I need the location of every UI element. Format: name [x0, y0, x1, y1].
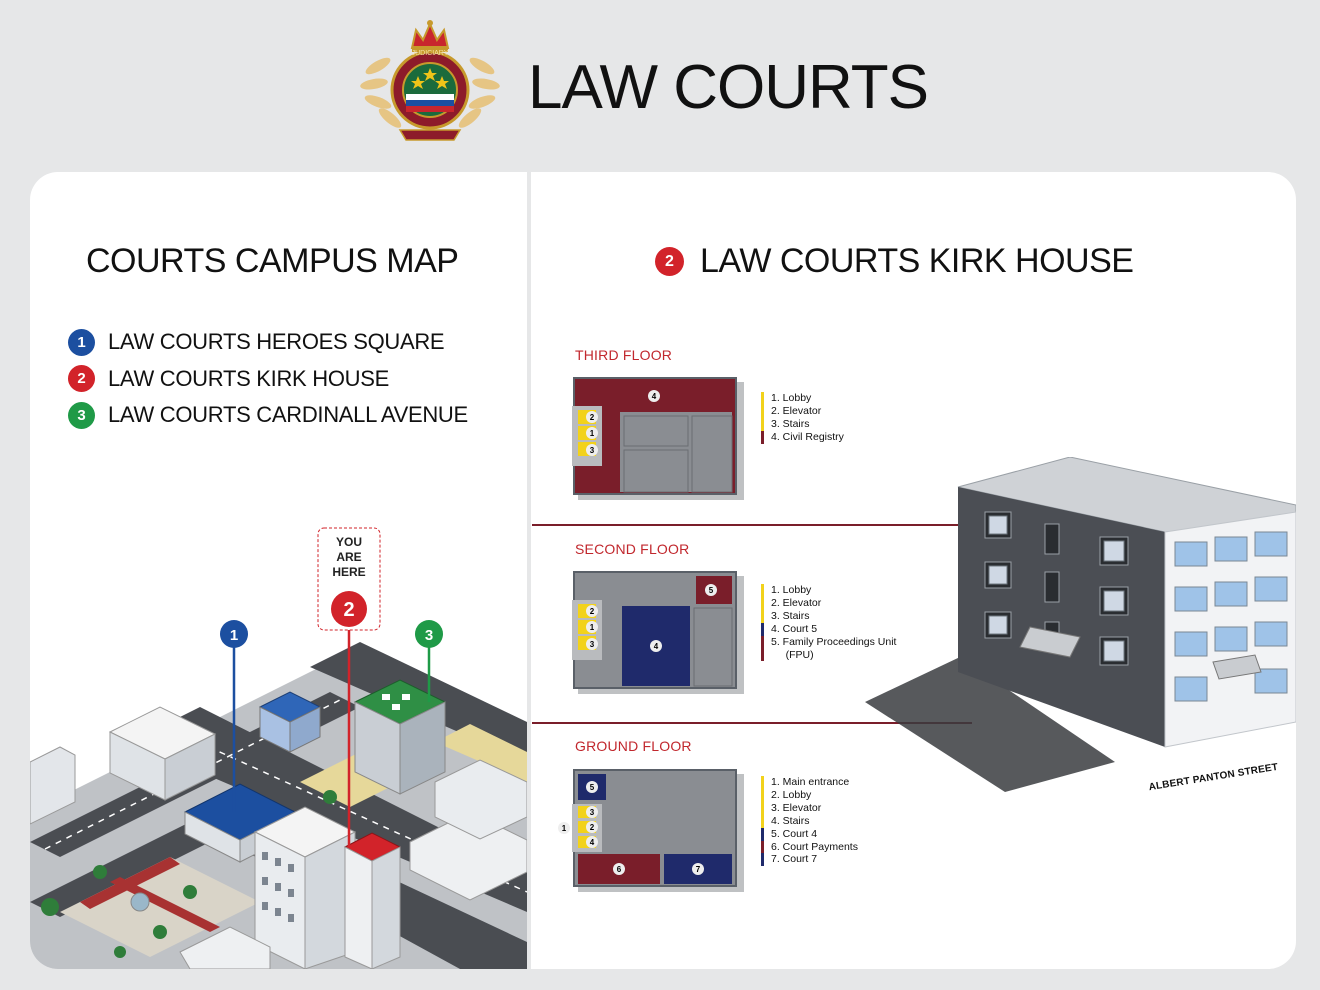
plan-number: 4 [652, 392, 657, 401]
building-title: LAW COURTS KIRK HOUSE [700, 242, 1134, 280]
map-pin-1-label: 1 [230, 627, 238, 644]
map-pin-3-icon: 3 [415, 620, 443, 648]
panel-divider [527, 172, 531, 969]
legend-row: 4. Civil Registry [761, 430, 844, 444]
legend-row: 3. Stairs [761, 417, 844, 431]
campus-map-title: COURTS CAMPUS MAP [86, 242, 459, 280]
plan-number: 6 [617, 865, 622, 874]
map-pin-3-label: 3 [425, 627, 433, 644]
legend-row: 5. Court 4 [761, 827, 858, 841]
map-pin-2-icon: 2 [331, 591, 367, 627]
second-floor-legend: 1. Lobby 2. Elevator 3. Stairs 4. Court … [761, 584, 896, 662]
plan-number: 4 [590, 838, 595, 847]
second-floor-plan: 5 2 1 3 4 [572, 571, 744, 694]
legend-row: 1. Main entrance [761, 776, 858, 789]
plan-number: 4 [654, 642, 659, 651]
plan-number: 5 [590, 783, 595, 792]
legend-row: 2. Elevator [761, 404, 844, 418]
marker-1-icon: 1 [68, 328, 95, 356]
ground-floor-plan: 5 3 2 4 6 7 1 [558, 769, 744, 892]
plan-number: 1 [590, 623, 595, 632]
ground-floor-legend: 1. Main entrance 2. Lobby 3. Elevator 4.… [761, 776, 858, 867]
legend-row: 1. Lobby [761, 392, 844, 405]
plan-number: 1 [590, 429, 595, 438]
fountain-icon [130, 892, 150, 912]
campus-map: YOU ARE HERE 1 2 3 [30, 527, 527, 969]
legend-row: 3. Elevator [761, 801, 858, 815]
plan-number: 3 [590, 446, 595, 455]
legend-row: 4. Stairs [761, 814, 858, 828]
header: JUDICIARY LAW COURTS [0, 0, 1320, 170]
you-are-here-text: ARE [336, 550, 361, 564]
legend-item-cardinall-avenue: 3 LAW COURTS CARDINALL AVENUE [68, 397, 468, 434]
third-floor-legend: 1. Lobby 2. Elevator 3. Stairs 4. Civil … [761, 392, 844, 444]
page-title: LAW COURTS [528, 53, 929, 122]
plan-number: 3 [590, 640, 595, 649]
floor-separator [532, 524, 972, 526]
floor-label-third: THIRD FLOOR [575, 347, 673, 363]
legend-row: 3. Stairs [761, 609, 896, 623]
plan-number: 7 [696, 865, 701, 874]
legend-row: 2. Lobby [761, 788, 858, 802]
campus-legend: 1 LAW COURTS HEROES SQUARE 2 LAW COURTS … [68, 324, 468, 434]
legend-row: 2. Elevator [761, 596, 896, 610]
legend-row: (FPU) [761, 648, 896, 662]
legend-row: 4. Court 5 [761, 622, 896, 636]
plan-number: 5 [709, 586, 714, 595]
plan-number: 2 [590, 823, 595, 832]
legend-label: LAW COURTS HEROES SQUARE [108, 329, 445, 355]
legend-row: 1. Lobby [761, 584, 896, 597]
legend-label: LAW COURTS KIRK HOUSE [108, 365, 389, 391]
you-are-here-text: HERE [332, 565, 365, 579]
legend-row: 6. Court Payments [761, 840, 858, 854]
marker-3-icon: 3 [68, 401, 95, 429]
floor-label-ground: GROUND FLOOR [575, 738, 692, 754]
you-are-here-text: YOU [336, 535, 362, 549]
judiciary-crest-logo: JUDICIARY [360, 20, 500, 141]
legend-label: LAW COURTS CARDINALL AVENUE [108, 402, 468, 428]
crest-text: JUDICIARY [412, 50, 449, 57]
map-pin-2-label: 2 [343, 599, 354, 621]
building-title-row: 2 LAW COURTS KIRK HOUSE [655, 242, 1134, 281]
legend-item-heroes-square: 1 LAW COURTS HEROES SQUARE [68, 324, 468, 361]
kirk-house-building-illustration [865, 457, 1296, 792]
marker-2-icon: 2 [68, 365, 95, 393]
third-floor-plan: 4 2 1 3 [572, 377, 744, 500]
map-pin-1-icon: 1 [220, 620, 248, 648]
marker-2-icon: 2 [655, 247, 684, 276]
plan-number: 1 [562, 824, 567, 833]
legend-row: 5. Family Proceedings Unit [761, 635, 896, 649]
legend-row: 7. Court 7 [761, 853, 858, 867]
plan-number: 2 [590, 607, 595, 616]
floor-label-second: SECOND FLOOR [575, 541, 690, 557]
floor-separator [532, 722, 972, 724]
plan-number: 2 [590, 413, 595, 422]
legend-item-kirk-house: 2 LAW COURTS KIRK HOUSE [68, 361, 468, 398]
plan-number: 3 [590, 808, 595, 817]
content-card: COURTS CAMPUS MAP 1 LAW COURTS HEROES SQ… [30, 172, 1296, 969]
